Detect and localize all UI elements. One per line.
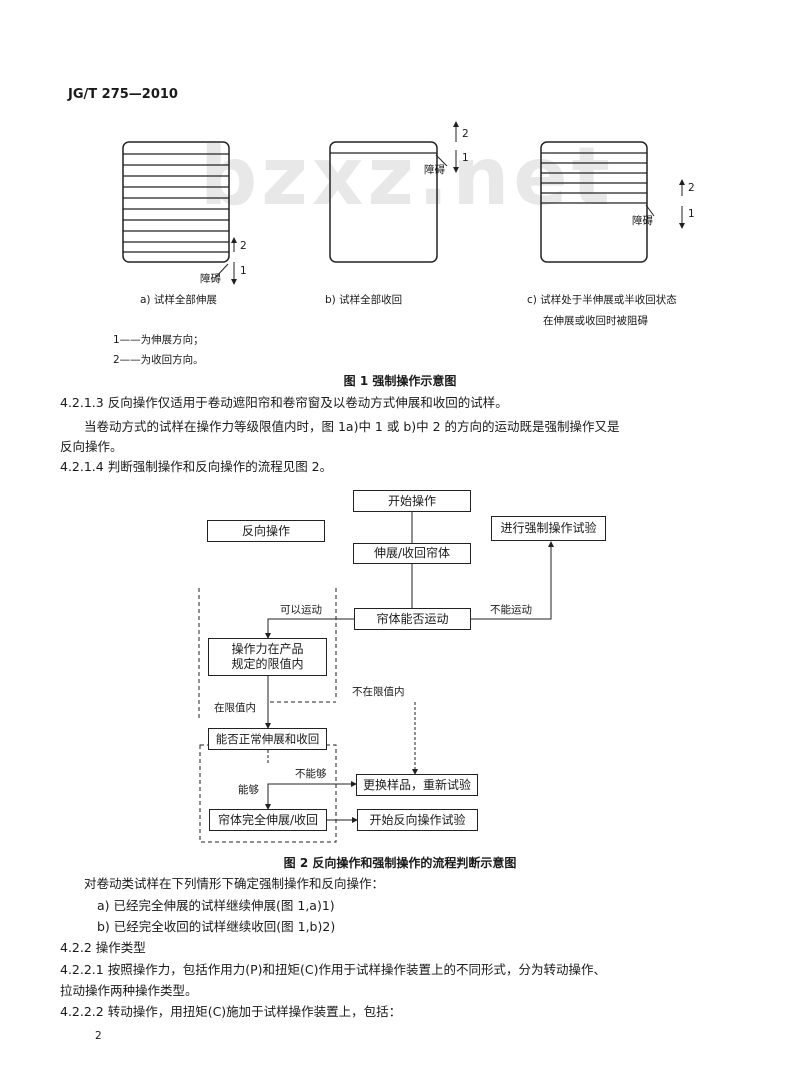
item-b: b) 已经完全收回的试样继续收回(图 1,b)2) [97,919,336,934]
obstacle-label-b: 障碍 [424,164,445,176]
direction-1-a: 1 [240,265,247,277]
direction-1-b: 1 [462,152,469,164]
box-start-reverse-test: 开始反向操作试验 [357,809,478,831]
label-can-move: 可以运动 [280,604,322,616]
obstacle-label-a: 障碍 [200,273,221,285]
sample-b-frame [329,141,438,263]
legend-2: 2——为收回方向。 [113,354,204,366]
sample-a-slats [123,153,229,253]
direction-2-a: 2 [240,240,247,252]
figure2-title: 图 2 反向操作和强制操作的流程判断示意图 [283,856,517,870]
figure1-title: 图 1 强制操作示意图 [343,374,457,388]
label-cannot-move: 不能运动 [490,604,532,616]
caption-c-line1: c) 试样处于半伸展或半收回状态 [527,294,677,306]
box-extend-retract: 伸展/收回帘体 [353,543,471,564]
para-4-2-2-1a: 4.2.2.1 按照操作力，包括作用力(P)和扭矩(C)作用于试样操作装置上的不… [60,962,606,977]
sample-a-frame [122,141,230,263]
label-not-in-limit: 不在限值内 [352,686,405,698]
item-a: a) 已经完全伸展的试样继续伸展(图 1,a)1) [97,898,335,913]
page-number: 2 [95,1030,102,1042]
box-forced-test: 进行强制操作试验 [491,516,606,541]
box-can-move: 帘体能否运动 [354,608,471,630]
box-replace-sample: 更换样品，重新试验 [356,774,478,796]
sample-c-frame [540,141,648,263]
para-4-2-2-1b: 拉动操作两种操作类型。 [60,983,198,998]
label-in-limit: 在限值内 [214,702,256,714]
box-fully-extended: 帘体完全伸展/收回 [209,809,327,831]
box-force-in-limit: 操作力在产品规定的限值内 [208,638,327,676]
caption-c-line2: 在伸展或收回时被阻碍 [543,315,648,327]
standard-number: JG/T 275—2010 [68,87,178,102]
heading-4-2-2: 4.2.2 操作类型 [60,940,146,955]
direction-2-c: 2 [688,182,695,194]
caption-a: a) 试样全部伸展 [140,294,217,306]
box-start: 开始操作 [353,490,471,512]
label-unable: 不能够 [295,768,327,780]
para-2b: 反向操作。 [60,439,123,454]
legend-1: 1——为伸展方向； [113,334,204,346]
para-rolling: 对卷动类试样在下列情形下确定强制操作和反向操作： [84,876,385,891]
para-4-2-2-2: 4.2.2.2 转动操作，用扭矩(C)施加于试样操作装置上，包括： [60,1004,402,1019]
para-4-2-1-4: 4.2.1.4 判断强制操作和反向操作的流程见图 2。 [60,459,333,474]
direction-1-c: 1 [688,208,695,220]
caption-b: b) 试样全部收回 [325,294,403,306]
label-able: 能够 [238,784,259,796]
box-normal-extend: 能否正常伸展和收回 [208,728,327,750]
para-4-2-1-3: 4.2.1.3 反向操作仅适用于卷动遮阳帘和卷帘窗及以卷动方式伸展和收回的试样。 [60,395,508,410]
para-2a: 当卷动方式的试样在操作力等级限值内时，图 1a)中 1 或 b)中 2 的方向的… [84,419,620,434]
direction-2-b: 2 [462,128,469,140]
box-reverse-operation: 反向操作 [207,520,325,542]
obstacle-label-c: 障碍 [632,215,653,227]
